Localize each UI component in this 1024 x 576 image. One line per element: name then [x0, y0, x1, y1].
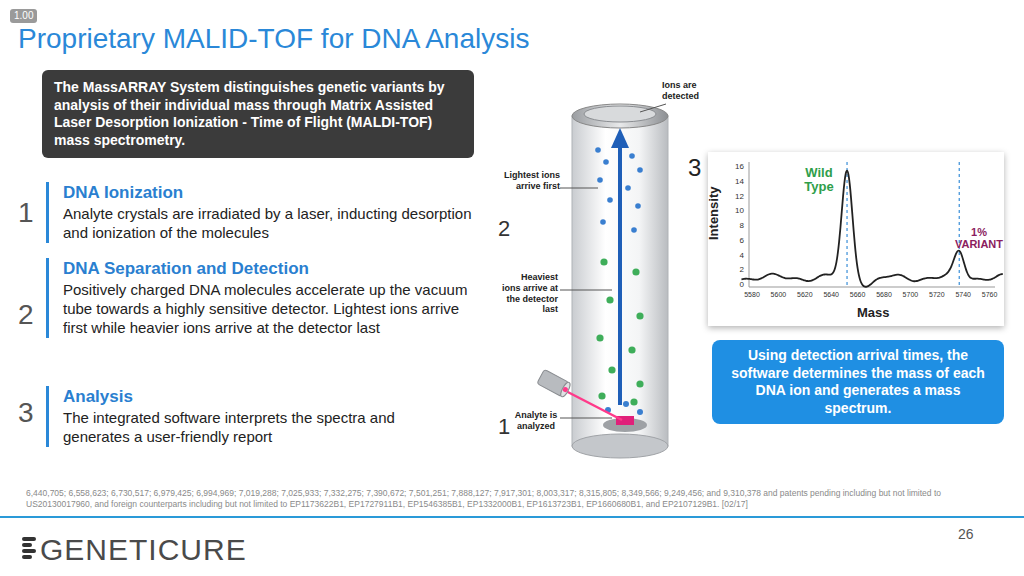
body-text: Using detection arrival times, the softw…	[722, 347, 994, 417]
peak-label: 1% VARIANT	[952, 226, 1006, 250]
step-number: 3	[18, 396, 34, 430]
step-box: AnalysisThe integrated software interpre…	[46, 386, 426, 447]
tick-label: 5640	[818, 291, 844, 299]
logo-mark	[22, 537, 36, 559]
tick-label: 5660	[845, 291, 871, 299]
callout-label: Analyte is analyzed	[514, 410, 558, 432]
tick-label: 2	[722, 265, 744, 275]
callout-number: 1	[498, 414, 510, 440]
tick-label: 16	[722, 162, 744, 172]
tick-label: 5600	[765, 291, 791, 299]
page-number: 26	[958, 526, 974, 543]
step-box: DNA Separation and DetectionPositively c…	[46, 258, 476, 338]
tick-label: 10	[722, 206, 744, 216]
tick-label: 4	[722, 251, 744, 261]
tick-label: 0	[722, 280, 744, 290]
callout-label: Ions are detected	[662, 80, 722, 102]
tick-label: 5620	[792, 291, 818, 299]
tick-label: 5740	[950, 291, 976, 299]
spectrum-chart	[741, 162, 1002, 287]
callout-label: Lightest ions arrive first	[504, 170, 560, 192]
tick-label: 5760	[977, 291, 1003, 299]
intro-box: The MassARRAY System distinguishes genet…	[42, 70, 474, 158]
slide-title: Proprietary MALID-TOF for DNA Analysis	[18, 22, 529, 56]
body-text: The MassARRAY System distinguishes genet…	[54, 79, 462, 149]
peak-label: Wild Type	[798, 166, 840, 193]
footer-rule	[0, 516, 1024, 518]
step-heading: DNA Separation and Detection	[63, 258, 476, 279]
vacuum-tube	[572, 104, 668, 458]
callout-number: 2	[498, 216, 510, 242]
step-heading: Analysis	[63, 386, 426, 407]
tick-label: 6	[722, 236, 744, 246]
axis-title: Intensity	[706, 187, 722, 240]
patent-note: 6,440,705; 6,558,623; 6,730,517; 6,979,4…	[26, 488, 998, 510]
callout-number: 3	[688, 154, 701, 183]
step-box: DNA IonizationAnalyte crystals are irrad…	[46, 182, 476, 243]
tick-label: 5580	[739, 291, 765, 299]
step-number: 1	[18, 196, 34, 230]
axis-title: Mass	[857, 305, 890, 321]
company-logo: GENETICURE	[40, 532, 247, 568]
zoom-badge: 1.00	[10, 9, 37, 23]
body-text: Analyte crystals are irradiated by a las…	[63, 205, 476, 243]
tick-label: 14	[722, 177, 744, 187]
body-text: The integrated software interprets the s…	[63, 409, 426, 447]
callout-label: Heaviest ions arrive at the detector las…	[500, 272, 558, 315]
step-heading: DNA Ionization	[63, 182, 476, 203]
leader-lines	[560, 104, 666, 418]
tick-label: 12	[722, 192, 744, 202]
tick-label: 8	[722, 221, 744, 231]
flight-arrow	[611, 128, 629, 405]
tick-label: 5720	[924, 291, 950, 299]
info-box: Using detection arrival times, the softw…	[712, 340, 1004, 424]
step-number: 2	[18, 298, 34, 332]
body-text: Positively charged DNA molecules acceler…	[63, 281, 476, 337]
tick-label: 5680	[871, 291, 897, 299]
tick-label: 5700	[897, 291, 923, 299]
